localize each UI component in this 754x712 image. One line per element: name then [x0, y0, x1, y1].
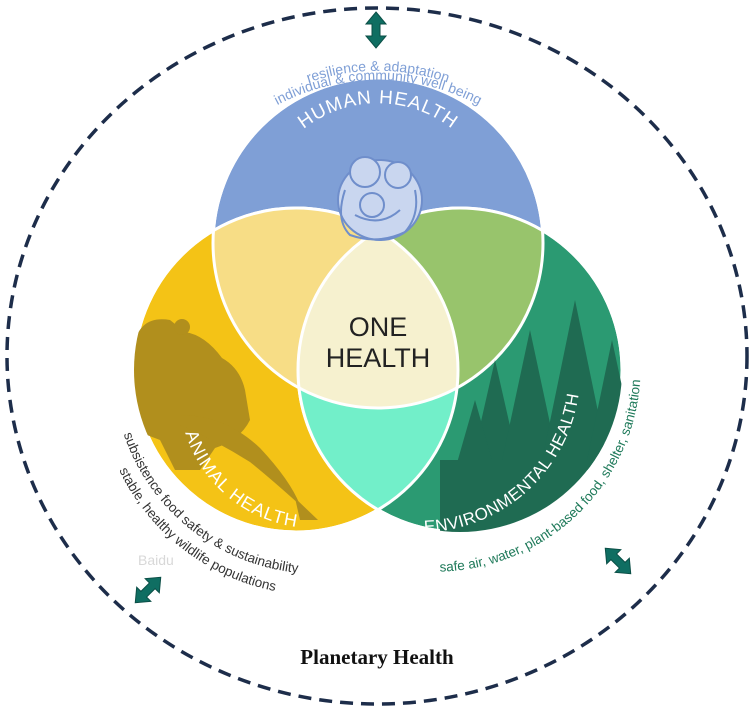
family-embrace-icon: [337, 156, 423, 241]
double-arrow-icon: [364, 11, 388, 49]
center-label-line2: HEALTH: [326, 343, 431, 373]
fish-icon: [180, 415, 318, 520]
double-arrow-icon: [134, 576, 162, 604]
planetary-boundary-circle: [5, 6, 749, 706]
one-health-center: [298, 208, 458, 408]
pine-trees-icon: [440, 300, 622, 532]
watermark: Baidu: [138, 552, 174, 568]
double-arrow-icon: [604, 547, 632, 575]
center-label-line1: ONE: [349, 312, 408, 342]
planetary-health-label: Planetary Health: [300, 645, 454, 669]
